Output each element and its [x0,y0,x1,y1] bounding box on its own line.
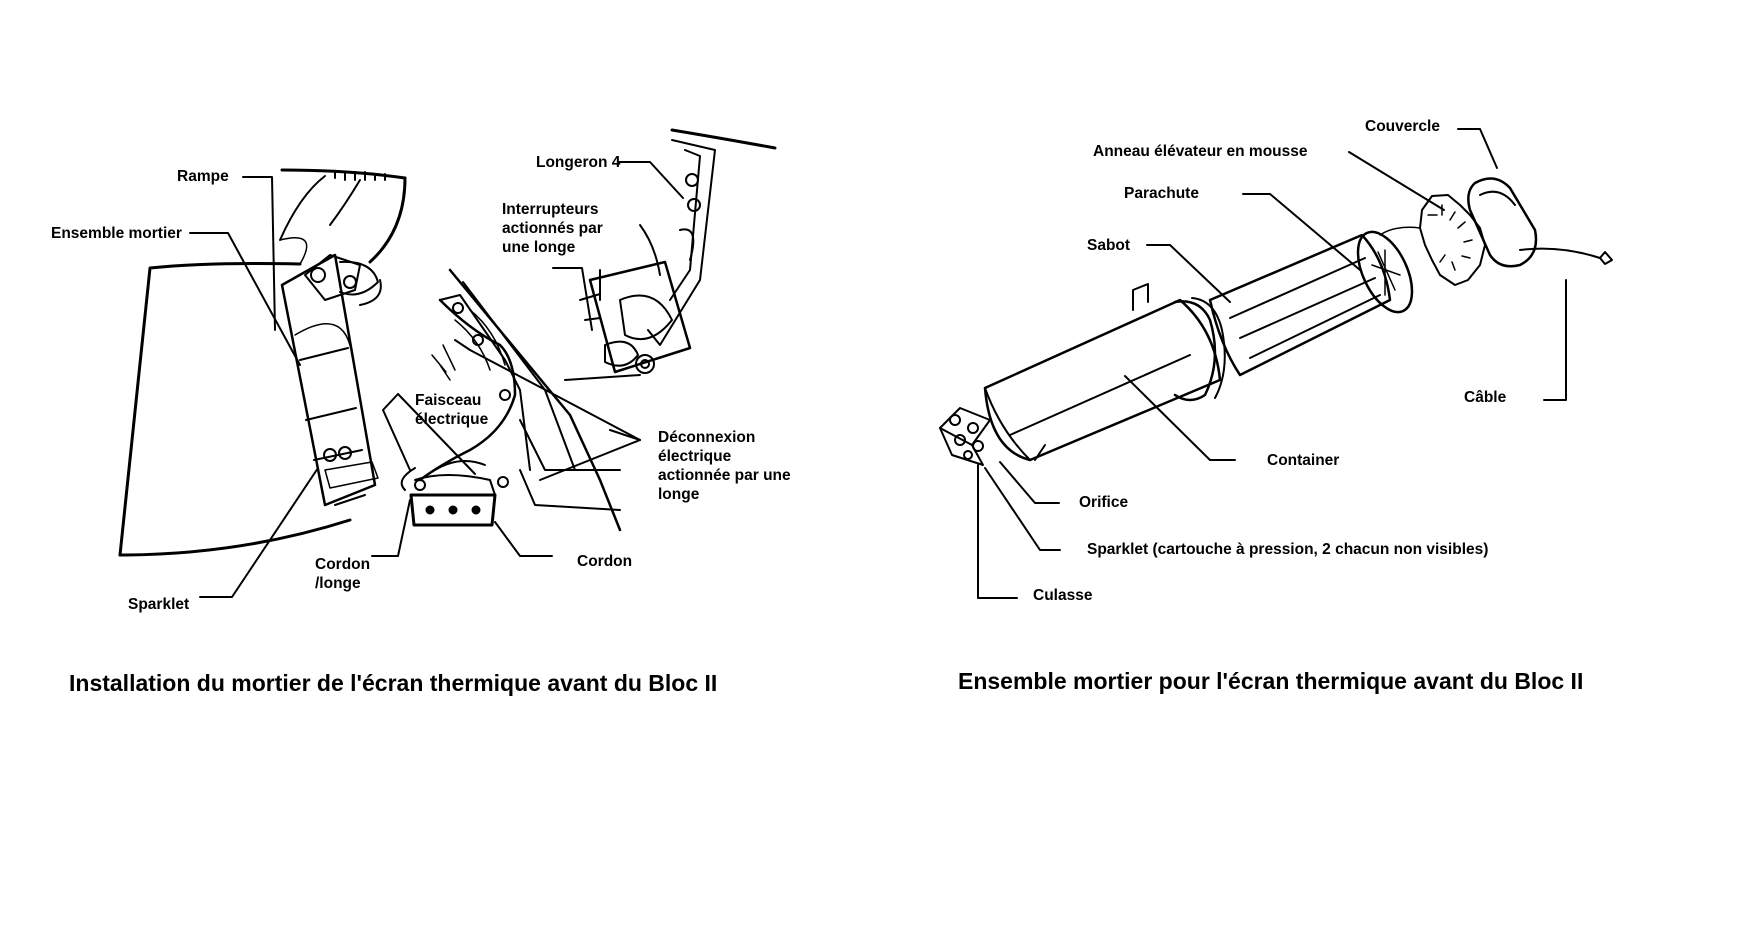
label-sparklet-right: Sparklet (cartouche à pression, 2 chacun… [1087,541,1489,558]
label-couvercle: Couvercle [1365,118,1440,135]
label-faisceau: Faisceau électrique [415,392,489,428]
right-leader-lines [977,128,1567,599]
label-rampe: Rampe [177,168,229,185]
label-cordon-longe: Cordon /longe [315,556,371,592]
label-longeron: Longeron 4 [536,154,621,171]
label-cordon: Cordon [577,553,633,570]
label-sparklet-left: Sparklet [128,596,190,613]
left-leader-lines [189,161,684,598]
label-parachute: Parachute [1124,185,1199,202]
label-orifice: Orifice [1079,494,1129,511]
label-culasse: Culasse [1033,587,1093,604]
label-container: Container [1267,452,1340,469]
label-interrupteurs: Interrupteurs actionnés par une longe [502,201,603,256]
label-cable: Câble [1464,389,1507,406]
label-anneau: Anneau élévateur en mousse [1093,143,1308,160]
longeron-drawing [564,128,777,381]
caption-right: Ensemble mortier pour l'écran thermique … [958,668,1584,694]
label-ensemble-mortier: Ensemble mortier [51,225,182,242]
label-deconnexion: Déconnexion électrique actionnée par une… [658,429,791,503]
caption-left: Installation du mortier de l'écran therm… [69,670,718,696]
rail-and-connector-drawing [400,268,622,532]
mortar-assembly-drawing [939,177,1613,466]
label-sabot: Sabot [1087,237,1131,254]
heat-shield-section-drawing [118,168,407,557]
